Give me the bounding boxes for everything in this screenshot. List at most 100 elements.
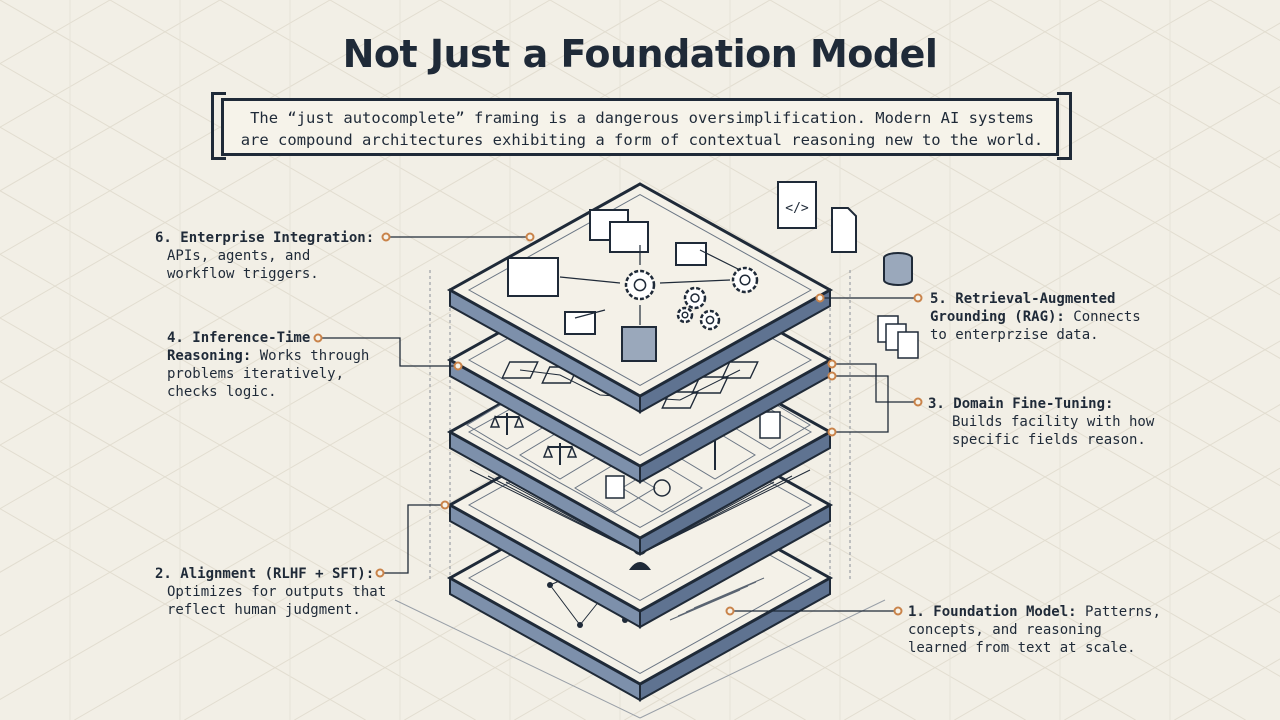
grid-line	[734, 404, 1280, 720]
callout-heading: 2. Alignment (RLHF + SFT):	[155, 566, 375, 582]
network-edge	[579, 599, 601, 626]
subtitle-box: The “just autocomplete” framing is a dan…	[221, 98, 1059, 156]
callout-domain-fine-tuning: 3. Domain Fine-Tuning: Builds facility w…	[928, 395, 1154, 449]
gear-icon	[699, 309, 721, 331]
leader-dot	[815, 293, 825, 303]
molecule-icon	[653, 479, 671, 497]
page-title: Not Just a Foundation Model	[342, 32, 938, 76]
floor-line	[394, 599, 641, 719]
leader-dot	[313, 333, 323, 343]
document-stack-icon	[897, 331, 919, 359]
callout-alignment: 2. Alignment (RLHF + SFT): Optimizes for…	[155, 565, 386, 619]
callout-body: Connects to enterprzise data.	[930, 309, 1141, 343]
leader-alignment	[380, 504, 445, 574]
grid-line	[0, 508, 366, 720]
callout-body: Works through problems iteratively, chec…	[167, 348, 370, 400]
gear-icon	[624, 269, 656, 301]
flow-box	[691, 376, 729, 394]
leader-dot	[893, 606, 903, 616]
gear-icon	[690, 293, 700, 303]
server-cube-icon	[621, 326, 657, 362]
callout-inference-reasoning: 4. Inference-Time Reasoning: Works throu…	[167, 329, 369, 401]
network-edge	[549, 584, 581, 626]
person-icon	[629, 562, 651, 570]
gear-icon	[683, 286, 707, 310]
callout-body: Patterns, concepts, and reasoning learne…	[908, 604, 1161, 656]
gear-icon	[705, 315, 715, 325]
grid-line	[0, 0, 331, 192]
flow-arrow	[574, 309, 606, 319]
text-line	[685, 581, 757, 613]
alignment-ray	[487, 475, 633, 551]
flow-arrow	[659, 279, 731, 284]
leader-dot	[913, 293, 923, 303]
grid-line	[624, 340, 1280, 720]
grid-line	[879, 0, 1280, 232]
leader-domain	[832, 363, 918, 403]
flow-box	[721, 361, 759, 379]
gear-icon	[676, 306, 694, 324]
window-icon	[507, 257, 559, 297]
leader-dot	[525, 232, 535, 242]
gear-icon	[739, 274, 751, 286]
callout-body: Optimizes for outputs that reflect human…	[167, 584, 387, 618]
grid-line	[989, 0, 1280, 169]
leader-dot	[827, 427, 837, 437]
callout-heading: 4. Inference-Time Reasoning:	[167, 330, 311, 364]
leader-dot	[381, 232, 391, 242]
text-line	[669, 589, 741, 621]
flow-box	[501, 361, 539, 379]
leader-dot	[375, 568, 385, 578]
leader-dot	[827, 371, 837, 381]
alignment-ray	[647, 475, 793, 551]
flow-arrow	[699, 249, 741, 271]
subtitle-bracket-left	[211, 92, 226, 160]
gear-icon	[681, 311, 689, 319]
callout-enterprise-integration: 6. Enterprise Integration: APIs, agents,…	[155, 229, 374, 283]
callout-heading: 1. Foundation Model:	[908, 604, 1077, 620]
gear-icon	[633, 278, 647, 292]
grid-line	[0, 380, 586, 720]
leader-domain-2	[832, 375, 889, 433]
database-icon	[883, 258, 913, 286]
text-line	[693, 577, 765, 609]
callout-body: APIs, agents, and workflow triggers.	[167, 248, 319, 282]
callout-heading: 6. Enterprise Integration:	[155, 230, 375, 246]
leader-dot	[440, 500, 450, 510]
grid-line	[0, 444, 476, 720]
leader-dot	[827, 359, 837, 369]
floor-line	[639, 599, 886, 719]
scales-icon	[542, 444, 578, 458]
grid-line	[0, 0, 221, 128]
leader-reasoning	[318, 337, 458, 367]
window-icon	[609, 221, 649, 253]
text-line	[677, 585, 749, 617]
flow-box	[661, 391, 699, 409]
grid-line	[844, 467, 1280, 720]
building-icon	[759, 411, 781, 439]
network-node	[577, 622, 583, 628]
flow-arrow	[559, 276, 621, 284]
flow-arrow	[519, 369, 741, 401]
leader-dot	[453, 361, 463, 371]
layer-integration	[446, 182, 834, 414]
network-node	[547, 582, 553, 588]
callout-heading: 5. Retrieval-Augmented Grounding (RAG):	[930, 291, 1116, 325]
document-icon	[605, 475, 625, 499]
code-window-label: </>	[785, 201, 809, 216]
callout-rag: 5. Retrieval-Augmented Grounding (RAG): …	[930, 290, 1141, 344]
callout-foundation-model: 1. Foundation Model: Patterns, concepts,…	[908, 603, 1161, 657]
api-box-icon	[675, 242, 707, 266]
document-icon	[831, 207, 857, 253]
gear-icon	[731, 266, 759, 294]
api-box-icon	[564, 311, 596, 335]
leader-dot	[913, 397, 923, 407]
scales-icon	[489, 414, 525, 428]
code-window-icon	[777, 181, 817, 229]
grid-line	[954, 531, 1280, 720]
subtitle-bracket-right	[1057, 92, 1072, 160]
leader-dot	[725, 606, 735, 616]
callout-heading: 3. Domain Fine-Tuning:	[928, 396, 1114, 412]
callout-body: Builds facility with how specific fields…	[952, 414, 1155, 448]
